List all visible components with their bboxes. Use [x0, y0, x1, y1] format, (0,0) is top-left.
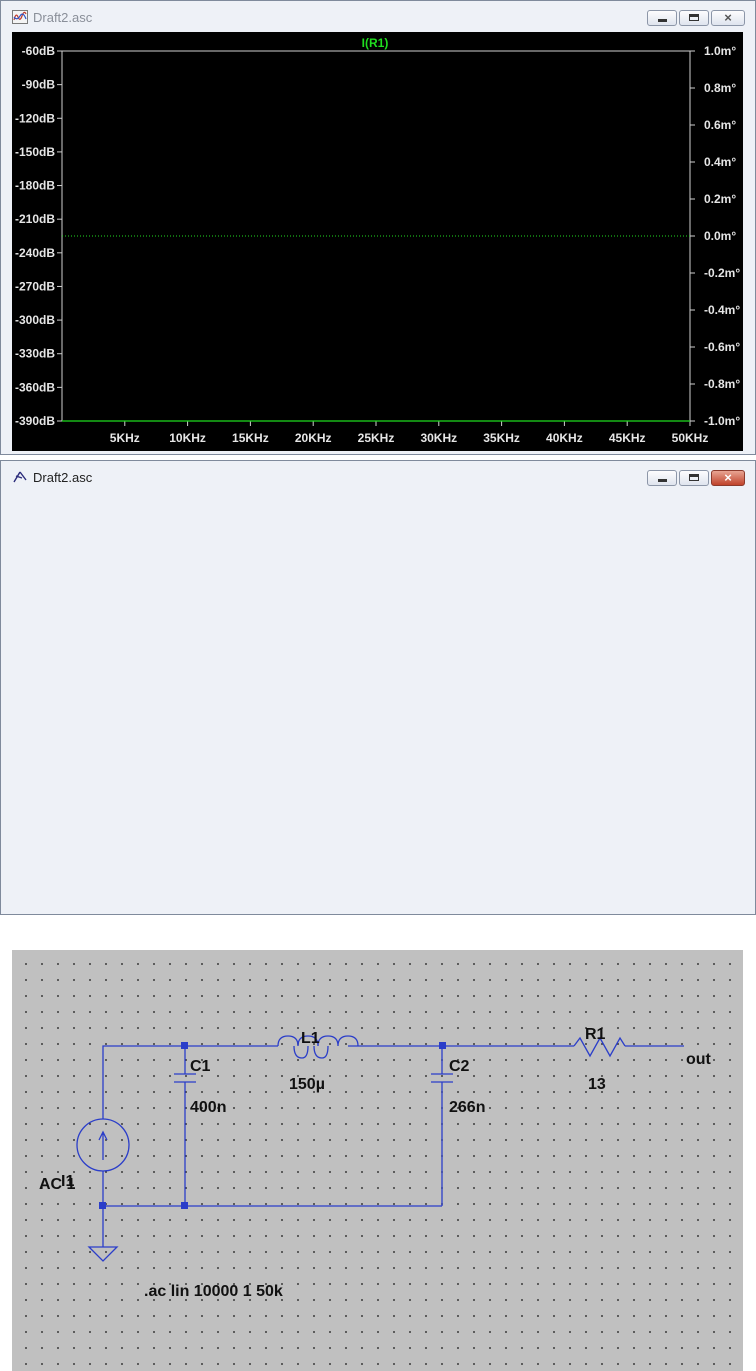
close-icon: ×	[724, 10, 732, 25]
schematic-canvas[interactable]: C1 400n L1 150µ C2 266n R1 13 out I1 AC …	[12, 950, 743, 1371]
source-arrow-icon	[98, 1130, 108, 1160]
close-button[interactable]: ×	[711, 10, 745, 26]
y-left-tick-label: -330dB	[15, 347, 55, 361]
x-tick-label: 20KHz	[295, 431, 332, 445]
waveform-window: Draft2.asc × -60dB -90dB -120dB -150dB -180d…	[0, 0, 756, 455]
schematic-window: Draft2.asc ×	[0, 460, 756, 1371]
l1-value[interactable]: 150µ	[289, 1076, 325, 1093]
maximize-icon	[689, 14, 699, 21]
plot-frame	[61, 50, 691, 422]
y-right-tick-label: 1.0m°	[704, 44, 736, 58]
y-right-tick-label: -0.4m°	[704, 303, 740, 317]
plot-pane[interactable]: -60dB -90dB -120dB -150dB -180dB -210dB -240dB…	[12, 32, 743, 451]
c2-value[interactable]: 266n	[449, 1099, 485, 1116]
plot-axes: -60dB -90dB -120dB -150dB -180dB -210dB -240dB…	[15, 44, 740, 445]
x-tick-label: 45KHz	[609, 431, 646, 445]
c2-label[interactable]: C2	[449, 1058, 470, 1075]
junction-dot	[99, 1202, 106, 1209]
y-left-tick-label: -300dB	[15, 313, 55, 327]
close-button[interactable]: ×	[711, 470, 745, 486]
x-tick-label: 10KHz	[169, 431, 206, 445]
plot-series	[62, 235, 690, 422]
l1-label[interactable]: L1	[301, 1030, 320, 1047]
junction-dot	[439, 1042, 446, 1049]
y-left-tick-label: -60dB	[22, 44, 56, 58]
y-right-tick-label: 0.8m°	[704, 81, 736, 95]
wire[interactable]	[102, 1045, 185, 1058]
y-right-tick-label: 0.0m°	[704, 229, 736, 243]
r1-label[interactable]: R1	[585, 1026, 606, 1043]
y-left-tick-label: -120dB	[15, 111, 55, 125]
y-right-tick-label: 0.6m°	[704, 118, 736, 132]
x-tick-label: 25KHz	[358, 431, 395, 445]
x-tick-label: 15KHz	[232, 431, 269, 445]
y-left-tick-label: -150dB	[15, 145, 55, 159]
ground-symbol[interactable]	[87, 1206, 119, 1262]
maximize-button[interactable]	[679, 470, 709, 486]
c1-label[interactable]: C1	[190, 1058, 211, 1075]
maximize-icon	[689, 474, 699, 481]
spice-directive[interactable]: .ac lin 10000 1 50k	[144, 1283, 283, 1300]
r1-value[interactable]: 13	[588, 1076, 606, 1093]
minimize-icon	[658, 479, 667, 482]
y-left-tick-label: -270dB	[15, 279, 55, 293]
net-label-out[interactable]: out	[686, 1051, 712, 1068]
maximize-button[interactable]	[679, 10, 709, 26]
plot-canvas[interactable]: -60dB -90dB -120dB -150dB -180dB -210dB -240dB…	[12, 32, 743, 451]
y-right-tick-label: 0.2m°	[704, 192, 736, 206]
y-left-tick-label: -90dB	[22, 78, 56, 92]
waveform-window-title: Draft2.asc	[33, 10, 93, 25]
minimize-icon	[658, 19, 667, 22]
schematic-window-title: Draft2.asc	[33, 470, 93, 485]
y-left-tick-label: -390dB	[15, 414, 55, 428]
c1-value[interactable]: 400n	[190, 1099, 226, 1116]
y-right-tick-label: -0.2m°	[704, 266, 740, 280]
wire-ground-bus[interactable]	[102, 1172, 442, 1207]
minimize-button[interactable]	[647, 470, 677, 486]
y-right-tick-label: -0.8m°	[704, 377, 740, 391]
y-right-tick-label: -1.0m°	[704, 414, 740, 428]
y-left-tick-label: -210dB	[15, 212, 55, 226]
x-tick-label: 5KHz	[110, 431, 140, 445]
close-icon: ×	[724, 470, 732, 485]
waveform-icon	[12, 10, 28, 24]
junction-dot	[181, 1042, 188, 1049]
x-tick-label: 30KHz	[420, 431, 457, 445]
y-left-tick-label: -360dB	[15, 380, 55, 394]
x-tick-label: 40KHz	[546, 431, 583, 445]
x-tick-label: 35KHz	[483, 431, 520, 445]
y-right-tick-label: 0.4m°	[704, 155, 736, 169]
minimize-button[interactable]	[647, 10, 677, 26]
y-right-tick-label: -0.6m°	[704, 340, 740, 354]
x-tick-label: 50KHz	[672, 431, 709, 445]
schematic-icon	[13, 471, 27, 483]
waveform-titlebar[interactable]: Draft2.asc ×	[1, 1, 755, 31]
trace-label[interactable]: I(R1)	[362, 36, 389, 50]
y-left-tick-label: -240dB	[15, 246, 55, 260]
schematic-titlebar[interactable]: Draft2.asc ×	[1, 461, 755, 491]
junction-dot	[181, 1202, 188, 1209]
source-value[interactable]: AC 1	[39, 1176, 76, 1193]
y-left-tick-label: -180dB	[15, 179, 55, 193]
